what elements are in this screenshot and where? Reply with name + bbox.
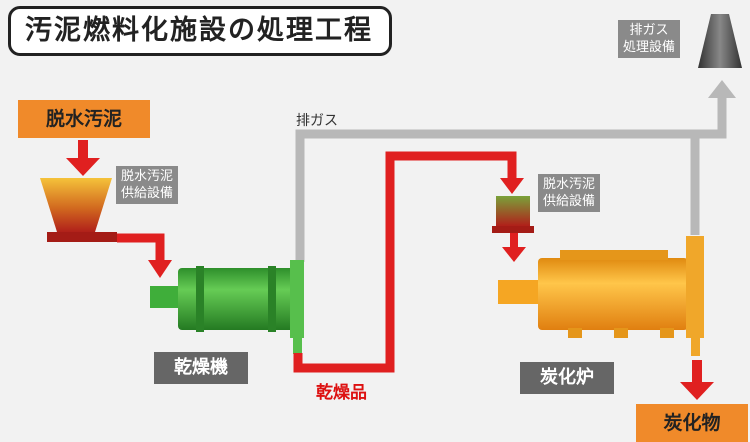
feeder-hopper-1 (40, 178, 112, 232)
feeder-2-arrowhead (502, 247, 526, 262)
exhaust-gas-label: 排ガス (296, 113, 338, 129)
exhaust-arrowhead (708, 80, 736, 98)
furnace-burner (660, 328, 674, 338)
furnace-outlet (691, 338, 700, 356)
exhaust-stack (698, 14, 742, 68)
feeder-base-2 (492, 226, 534, 233)
flow-to-dryer (117, 233, 165, 262)
dried-product-arrowhead (500, 178, 524, 194)
carbide-arrowhead (680, 382, 714, 400)
dryer-ring-2 (268, 266, 276, 332)
exhaust-duct (295, 96, 727, 262)
furnace-inlet (498, 280, 540, 304)
furnace-top-rib (560, 250, 668, 260)
dryer-drum (178, 268, 296, 330)
dryer-ring-1 (196, 266, 204, 332)
feeder-hopper-2 (496, 196, 530, 226)
furnace-burner (568, 328, 582, 338)
diagram-title: 汚泥燃料化施設の処理工程 (8, 6, 392, 56)
carbonization-furnace-label: 炭化炉 (520, 362, 614, 394)
exhaust-treatment-label: 排ガス 処理設備 (618, 20, 681, 58)
dryer-label: 乾燥機 (154, 352, 248, 384)
sludge-arrowhead (66, 158, 100, 176)
dryer-inlet (150, 286, 180, 308)
dryer-outlet (293, 338, 302, 354)
carbide-arrow-shaft (692, 360, 702, 384)
dried-product-flow (293, 151, 517, 373)
furnace-burner (614, 328, 628, 338)
dryer-end-cap (290, 260, 304, 338)
feeder-1-label: 脱水汚泥 供給設備 (116, 166, 179, 204)
dewatered-sludge-label: 脱水汚泥 (18, 100, 150, 138)
flow-to-dryer-arrowhead (148, 260, 172, 278)
feeder-base-1 (47, 232, 117, 242)
dried-product-label: 乾燥品 (316, 383, 367, 403)
sludge-arrow-shaft (78, 140, 88, 160)
feeder-2-arrow-shaft (510, 233, 518, 249)
furnace-end-cap (686, 236, 704, 338)
furnace-body (538, 258, 688, 330)
feeder-2-label: 脱水汚泥 供給設備 (538, 174, 601, 212)
carbide-label: 炭化物 (636, 404, 748, 442)
